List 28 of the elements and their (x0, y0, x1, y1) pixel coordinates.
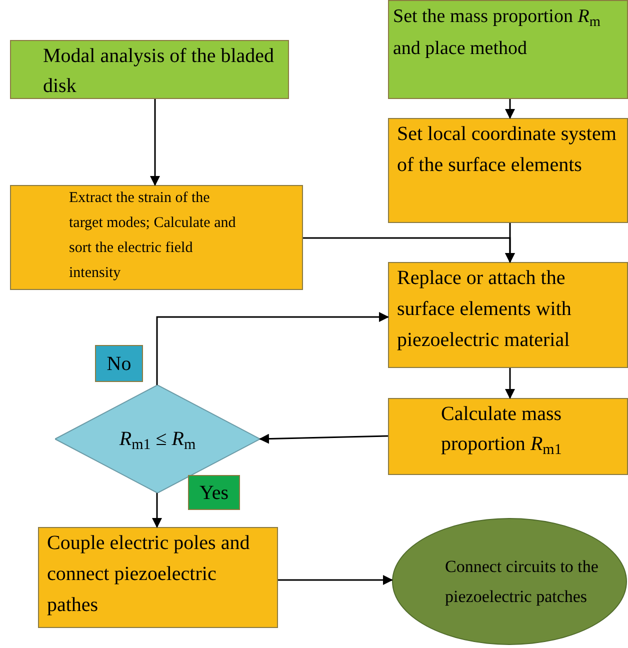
process-box (38, 527, 278, 628)
arrow (505, 368, 515, 399)
label-box (188, 475, 240, 510)
process-box (10, 185, 303, 290)
node-text: Connect circuits to the piezoelectric patches (445, 556, 600, 608)
node-text: Replace or attach the surface elements with piezoelectric material (397, 266, 572, 353)
node-text: Yes (199, 480, 229, 506)
arrow (259, 434, 388, 444)
node-text: Set the mass proportion R$_{m}$ and place method (393, 5, 602, 61)
node-text: Modal analysis of the bladed disk (43, 44, 276, 99)
node-text: R$_{m1}$ ≤ R$_{m}$ (119, 427, 196, 454)
process-box (388, 398, 628, 475)
label-box (95, 345, 143, 382)
arrow (303, 237, 515, 263)
node-text: Calculate mass proportion R$_{m1}$ (441, 402, 563, 459)
arrow (505, 99, 515, 119)
arrow (278, 575, 393, 585)
process-box (388, 0, 628, 99)
arrow (152, 493, 162, 528)
arrow (156, 312, 389, 385)
arrow (150, 99, 160, 186)
node-text: Set local coordinate system of the surface elements (397, 122, 618, 178)
process-box (10, 40, 289, 99)
process-box (388, 118, 628, 223)
node-text: No (106, 352, 132, 376)
process-box (388, 262, 628, 368)
node-text: Extract the strain of the target modes; Calculate and sort the electric field intensity (69, 189, 237, 283)
node-text: Couple electric poles and connect piezoelectric pathes (47, 531, 251, 618)
